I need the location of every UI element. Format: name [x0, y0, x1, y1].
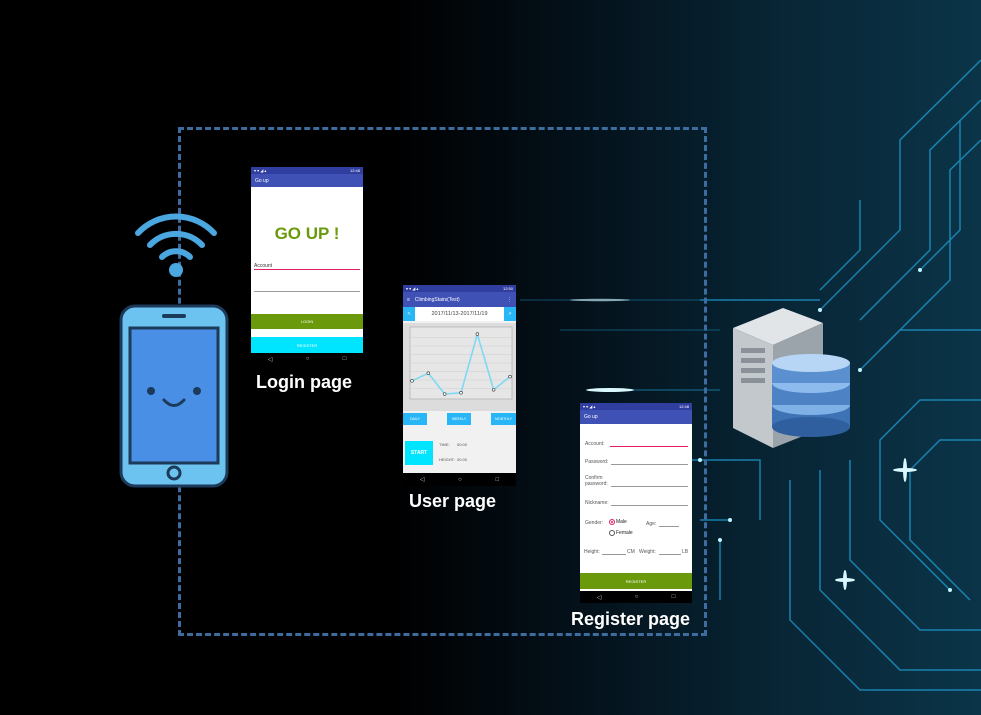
password-input[interactable] [611, 464, 688, 465]
register-submit-button[interactable]: REGISTER [580, 573, 692, 589]
age-input[interactable] [659, 526, 679, 527]
time-label: TIME: [439, 442, 450, 447]
chart-point [442, 392, 447, 396]
height-input[interactable] [602, 554, 626, 555]
user-caption: User page [409, 491, 497, 511]
back-icon[interactable]: ◁ [267, 356, 273, 363]
male-radio[interactable] [609, 519, 615, 525]
chart-point [491, 388, 496, 392]
chart-point [459, 391, 463, 395]
account-input[interactable] [254, 269, 360, 270]
home-icon[interactable]: ○ [305, 356, 310, 362]
app-title: Go up [584, 414, 598, 420]
nav-bar: ◁ ○ □ [251, 353, 363, 365]
password-input[interactable] [254, 291, 360, 292]
user-screen: ▾ ▾ ◢ ▴ 12:50 ≡ ClimbingStairs(Test) ⋮ <… [403, 285, 516, 486]
height-unit: CM [627, 549, 635, 555]
login-screen: ▾ ▾ ◢ ▴ 12:48 Go up GO UP ! Account LOGI… [251, 167, 363, 365]
status-bar: ▾ ▾ ◢ ▴ 12:48 [251, 167, 363, 174]
register-button[interactable]: REGISTER [251, 337, 363, 353]
chart-point [475, 332, 480, 336]
app-bar: Go up [251, 174, 363, 187]
weight-unit: LB [682, 549, 689, 555]
weekly-button[interactable]: WEEKLY [447, 413, 471, 425]
status-time: 12:48 [349, 168, 360, 173]
confirm-label-line1: Confirm [585, 475, 603, 481]
weight-input[interactable] [659, 554, 681, 555]
height-label: HEIGHT: [439, 457, 455, 462]
chart-point [410, 379, 414, 383]
daily-button[interactable]: DAILY [403, 413, 427, 425]
status-time: 12:48 [678, 404, 689, 409]
account-input[interactable] [610, 446, 688, 447]
home-icon[interactable]: ○ [634, 594, 639, 600]
time-value: 00:00 [457, 442, 468, 447]
height-label: Height: [584, 549, 600, 555]
male-label: Male [616, 519, 627, 525]
female-label: Female [616, 530, 633, 536]
chart-point [426, 371, 431, 375]
gender-label: Gender: [585, 520, 604, 526]
login-caption: Login page [256, 372, 352, 392]
recents-icon[interactable]: □ [495, 476, 500, 483]
prev-week-button[interactable]: < [403, 307, 415, 321]
register-caption: Register page [571, 609, 691, 629]
database-icon [772, 354, 850, 437]
app-bar: Go up [580, 410, 692, 424]
home-icon[interactable]: ○ [458, 476, 462, 483]
recents-icon[interactable]: □ [671, 594, 676, 600]
date-selector: < 2017/11/13-2017/11/19 > [403, 307, 516, 321]
account-label: Account: [585, 441, 605, 447]
start-button[interactable]: START [405, 441, 433, 465]
nickname-label: Nickname: [585, 500, 609, 506]
register-screen: ▾ ▾ ◢ ▴ 12:48 Go up Account: Password: C… [580, 403, 692, 603]
login-button[interactable]: LOGIN [251, 314, 363, 329]
monthly-button[interactable]: MONTHLY [491, 413, 516, 425]
recents-icon[interactable]: □ [342, 356, 347, 362]
app-heading: GO UP ! [274, 224, 340, 243]
chart-point [508, 374, 512, 379]
status-bar: ▾ ▾ ◢ ▴ 12:48 [580, 403, 692, 410]
app-bar: ≡ ClimbingStairs(Test) ⋮ [403, 292, 516, 307]
status-bar: ▾ ▾ ◢ ▴ 12:50 [403, 285, 516, 292]
confirm-password-input[interactable] [611, 486, 688, 487]
nav-bar: ◁ ○ □ [580, 591, 692, 603]
back-icon[interactable]: ◁ [596, 594, 602, 601]
app-title: ClimbingStairs(Test) [414, 296, 460, 303]
confirm-label-line2: password: [585, 481, 608, 487]
nav-bar: ◁ ○ □ [403, 473, 516, 486]
account-label: Account [254, 263, 273, 269]
height-value: 00.00 [457, 457, 468, 462]
status-time: 12:50 [502, 286, 513, 291]
back-icon[interactable]: ◁ [419, 477, 425, 483]
climb-chart [403, 323, 516, 411]
weight-label: Weight: [639, 549, 656, 555]
app-title: Go up [255, 177, 269, 184]
next-week-button[interactable]: > [504, 307, 516, 321]
status-icons: ▾ ▾ ◢ ▴ [406, 286, 419, 291]
female-radio[interactable] [609, 530, 615, 536]
menu-icon[interactable]: ≡ [407, 296, 410, 303]
overflow-menu-icon[interactable]: ⋮ [507, 296, 512, 303]
wifi-icon [135, 213, 217, 277]
nickname-input[interactable] [611, 505, 688, 506]
status-icons: ▾ ▾ ◢ ▴ [254, 168, 267, 173]
date-range: 2017/11/13-2017/11/19 [431, 311, 488, 317]
password-label: Password: [585, 459, 609, 465]
age-label: Age: [646, 521, 657, 527]
smartphone-icon [119, 304, 229, 488]
status-icons: ▾ ▾ ◢ ▴ [583, 404, 596, 409]
